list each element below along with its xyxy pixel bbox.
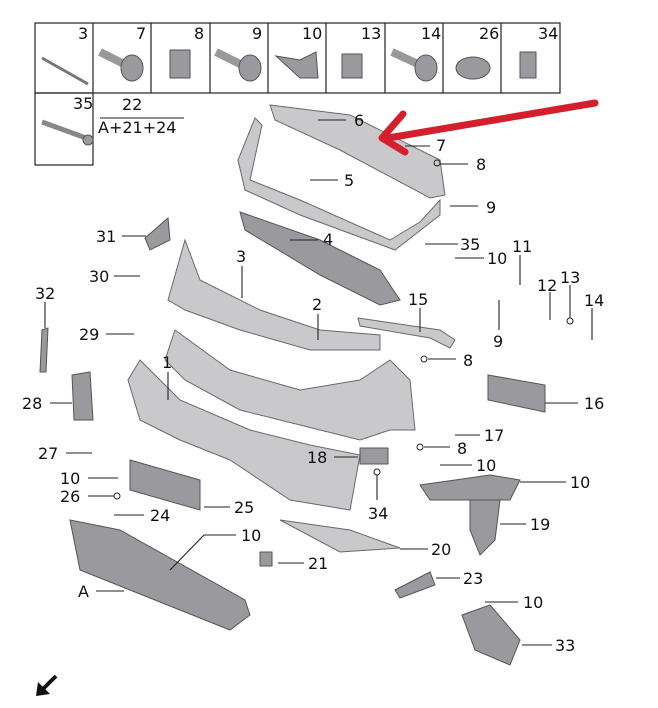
callout: 14 bbox=[584, 291, 604, 310]
grommet-icon bbox=[455, 56, 491, 80]
callout: 5 bbox=[344, 171, 354, 190]
license-plate-bracket bbox=[129, 459, 201, 511]
screw-icon bbox=[41, 56, 89, 86]
bumper-upper bbox=[167, 238, 381, 351]
callout: 29 bbox=[79, 325, 99, 344]
fastener-grid: 3 7 8 9 10 13 14 26 34 35 22 A+21+24 bbox=[34, 22, 561, 166]
callout: 8 bbox=[463, 351, 473, 370]
absorber-16 bbox=[487, 374, 546, 413]
callout: 10 bbox=[523, 593, 543, 612]
long-screw-icon bbox=[41, 119, 94, 146]
callout: 32 bbox=[35, 284, 55, 303]
callout: 8 bbox=[457, 439, 467, 458]
kit-number: 22 bbox=[122, 95, 142, 114]
clip-icon bbox=[169, 49, 191, 79]
callout: 21 bbox=[308, 554, 328, 573]
callout: 4 bbox=[323, 230, 333, 249]
nut-icon bbox=[341, 53, 363, 79]
callout: 11 bbox=[512, 237, 532, 256]
callouts: 6 7 8 5 9 4 35 10 11 3 31 30 32 12 13 14… bbox=[22, 111, 604, 655]
grid-label: 3 bbox=[78, 24, 88, 43]
grid-label: 8 bbox=[194, 24, 204, 43]
part-23 bbox=[394, 571, 436, 599]
grid-label: 34 bbox=[538, 24, 558, 43]
callout: 23 bbox=[463, 569, 483, 588]
callout: 9 bbox=[486, 198, 496, 217]
bolt-icon bbox=[390, 48, 438, 82]
callout: 35 bbox=[460, 235, 480, 254]
callout: 8 bbox=[476, 155, 486, 174]
grid-label: 7 bbox=[136, 24, 146, 43]
grid-label: 14 bbox=[421, 24, 441, 43]
part-15 bbox=[357, 317, 456, 349]
grid-label: 35 bbox=[73, 94, 93, 113]
callout: 10 bbox=[487, 249, 507, 268]
spoiler-strip bbox=[279, 519, 401, 553]
callout: 10 bbox=[60, 469, 80, 488]
part-32 bbox=[39, 327, 49, 373]
highlight-arrow-icon bbox=[378, 99, 599, 156]
rivet-icon bbox=[274, 51, 319, 79]
bumper-lower bbox=[127, 359, 361, 511]
kit-contents: A+21+24 bbox=[98, 118, 176, 137]
callout: 31 bbox=[96, 227, 116, 246]
callout: 16 bbox=[584, 394, 604, 413]
part-28 bbox=[71, 371, 94, 421]
callout: 2 bbox=[312, 295, 322, 314]
bolt-icon bbox=[214, 48, 262, 82]
callout: 18 bbox=[307, 448, 327, 467]
part-31 bbox=[144, 216, 171, 251]
callout: 15 bbox=[408, 290, 428, 309]
callout: 17 bbox=[484, 426, 504, 445]
callout: 1 bbox=[162, 353, 172, 372]
part-18 bbox=[359, 447, 389, 465]
callout: 26 bbox=[60, 487, 80, 506]
callout: 30 bbox=[89, 267, 109, 286]
lower-grille bbox=[69, 519, 251, 631]
callout: 6 bbox=[354, 111, 364, 130]
grid-label: 13 bbox=[361, 24, 381, 43]
orientation-arrow-icon bbox=[36, 674, 58, 696]
callout: 9 bbox=[493, 332, 503, 351]
callout: 28 bbox=[22, 394, 42, 413]
upper-reinforcement bbox=[269, 104, 446, 199]
callout: 27 bbox=[38, 444, 58, 463]
callout: 12 bbox=[537, 276, 557, 295]
grid-label: 26 bbox=[479, 24, 499, 43]
part-33 bbox=[461, 604, 521, 666]
bumper-cover bbox=[164, 329, 416, 441]
callout: A bbox=[78, 582, 89, 601]
callout: 24 bbox=[150, 506, 170, 525]
callout: 10 bbox=[476, 456, 496, 475]
callout: 20 bbox=[431, 540, 451, 559]
grille-support bbox=[239, 211, 401, 306]
bolt-icon bbox=[98, 48, 144, 82]
grid-label: 10 bbox=[302, 24, 322, 43]
callout: 13 bbox=[560, 268, 580, 287]
callout: 10 bbox=[241, 526, 261, 545]
callout: 3 bbox=[236, 247, 246, 266]
clip-icon bbox=[519, 51, 537, 79]
bracket-right bbox=[419, 474, 521, 501]
callout: 33 bbox=[555, 636, 575, 655]
parts bbox=[39, 104, 546, 666]
callout: 10 bbox=[570, 473, 590, 492]
upper-beam bbox=[237, 117, 441, 251]
bracket-lower-right bbox=[469, 499, 501, 556]
callout: 34 bbox=[368, 504, 388, 523]
callout: 7 bbox=[436, 136, 446, 155]
callout: 19 bbox=[530, 515, 550, 534]
callout: 25 bbox=[234, 498, 254, 517]
grid-label: 9 bbox=[252, 24, 262, 43]
